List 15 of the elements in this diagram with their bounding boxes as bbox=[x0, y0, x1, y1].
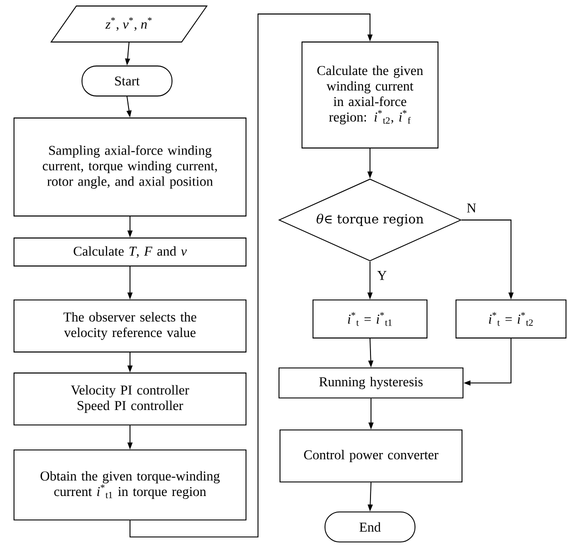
process-box: Calculate T, F and v bbox=[14, 238, 246, 266]
process-box: i$^{*}$$_{t}$ = i$^{*}$t2 bbox=[456, 300, 566, 338]
edge-label: N bbox=[466, 202, 478, 214]
edge-label: Y bbox=[376, 270, 388, 281]
process-box: Obtain the given torque-winding current i$^{*}$$_{t1}$ in torque region bbox=[14, 450, 246, 520]
terminator: Start bbox=[82, 66, 172, 96]
process-box: i$^{*}$$_{t}$ = i$^{*}$t1 bbox=[312, 300, 428, 338]
process-box: The observer selects the velocity reference value bbox=[14, 300, 246, 352]
terminator: End bbox=[324, 512, 416, 542]
process-box: Control power converter bbox=[280, 430, 462, 482]
process-box: Calculate the given winding current in axial-force region: i$^{*}$$_{t2}$, i$^{*}$f bbox=[302, 42, 438, 148]
process-box: Sampling axial-force winding current, torque winding current, rotor angle, and axial position bbox=[14, 118, 246, 216]
process-box: Velocity PI controller Speed PI controller bbox=[14, 372, 246, 426]
arrow bbox=[130, 14, 373, 538]
process-box: Running hysteresis bbox=[278, 368, 464, 398]
